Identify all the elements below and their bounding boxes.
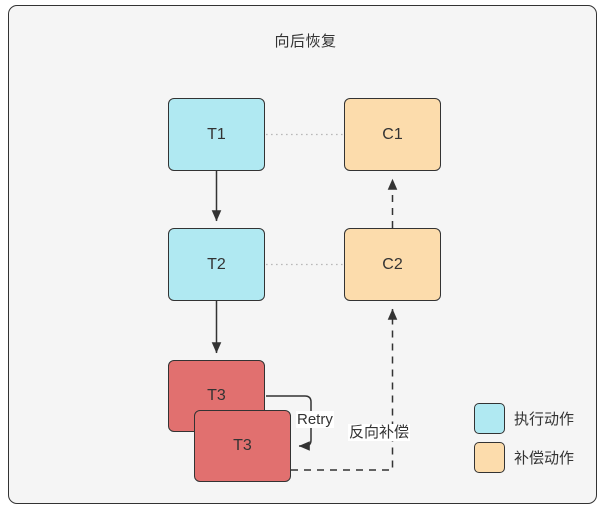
node-c2[interactable]: C2 [344,228,441,301]
node-t2-label: T2 [207,255,226,273]
node-c1-label: C1 [382,125,403,143]
node-t1[interactable]: T1 [168,98,265,171]
node-c2-label: C2 [382,255,403,273]
legend-item-execute-label: 执行动作 [514,411,575,428]
legend-item-compensate-label: 补偿动作 [514,450,575,467]
compensate-swatch [474,442,505,473]
node-t1-label: T1 [207,125,226,143]
node-t2[interactable]: T2 [168,228,265,301]
diagram-title: 向后恢复 [274,33,337,50]
node-c1[interactable]: C1 [344,98,441,171]
legend-item-execute: 执行动作 [474,403,574,434]
execute-swatch [474,403,505,434]
node-t3-front[interactable]: T3 [194,410,291,482]
edge-label-reverse-compensation: 反向补偿 [348,424,411,441]
node-t3-front-label: T3 [233,437,252,454]
legend-item-compensate: 补偿动作 [474,442,574,473]
node-t3-back-label: T3 [207,387,226,404]
legend: 执行动作 补偿动作 [474,403,574,481]
edge-label-retry: Retry [296,411,334,428]
